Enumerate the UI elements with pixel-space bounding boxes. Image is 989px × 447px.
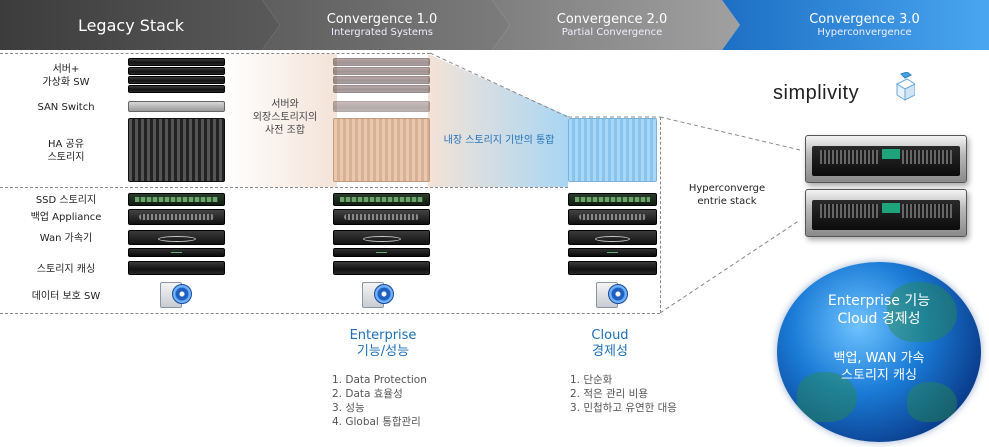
row-label-san-switch: SAN Switch xyxy=(37,102,95,113)
conv1-headline: Enterprise 기능/성능 xyxy=(349,328,417,359)
row-label-data-protection: 데이터 보호 SW xyxy=(31,291,101,302)
list-item: 3. 성능 xyxy=(332,402,365,414)
rack-server xyxy=(333,76,430,84)
row-label-ssd: SSD 스토리지 xyxy=(35,195,97,206)
conv2-headline: Cloud 경제성 xyxy=(591,328,629,359)
row-label-ha-storage: HA 공유 스토리지 xyxy=(47,139,85,163)
storage-cache-device xyxy=(333,248,430,257)
rack-server xyxy=(128,58,225,66)
backup-appliance-device xyxy=(333,209,430,225)
list-item: 2. 적은 관리 비용 xyxy=(570,388,648,400)
row-label-server-sw: 서버+ 가상화 SW xyxy=(42,64,90,88)
divider xyxy=(0,187,568,188)
cube-logo-icon xyxy=(895,72,915,101)
row-label-wan: Wan 가속기 xyxy=(39,233,93,244)
storage-cache-device xyxy=(568,261,657,275)
storage-cache-device xyxy=(568,248,657,257)
list-item: 1. Data Protection xyxy=(332,374,427,386)
wan-accelerator-device xyxy=(128,230,225,245)
backup-appliance-device xyxy=(128,209,225,225)
rack-server xyxy=(333,58,430,66)
list-item: 2. Data 효율성 xyxy=(332,388,403,400)
conv2-list: 1. 단순화 2. 적은 관리 비용 3. 민첩하고 유연한 대응 xyxy=(570,373,677,415)
divider xyxy=(660,117,661,313)
divider xyxy=(0,53,430,54)
globe-graphic: Enterprise 기능 Cloud 경제성 백업, WAN 가속 스토리지 … xyxy=(777,262,981,442)
internal-storage-server xyxy=(568,118,657,182)
san-switch-device xyxy=(128,101,225,112)
stage-title: Convergence 1.0 xyxy=(326,11,438,27)
internal-storage-label: 내장 스토리지 기반의 통합 xyxy=(443,135,555,146)
stage-subtitle: Partial Convergence xyxy=(561,26,663,38)
stage-title: Convergence 2.0 xyxy=(556,11,668,27)
storage-cache-device xyxy=(128,248,225,257)
hpe-server xyxy=(805,135,967,183)
hpe-server xyxy=(805,189,967,237)
list-item: 3. 민첩하고 유연한 대응 xyxy=(570,402,677,414)
divider xyxy=(0,313,660,314)
wan-accelerator-device xyxy=(333,230,430,245)
hyperconverge-label: Hyperconverge entrie stack xyxy=(688,183,766,207)
san-switch-device xyxy=(333,101,430,112)
rack-server xyxy=(128,67,225,75)
list-item: 1. 단순화 xyxy=(570,374,613,386)
external-storage-zone xyxy=(225,54,337,187)
backup-appliance-device xyxy=(568,209,657,225)
simplivity-logo: simplivity xyxy=(773,82,859,105)
chevron-conv3 xyxy=(722,0,989,50)
stage-title: Legacy Stack xyxy=(77,15,185,35)
stage-subtitle: Hyperconvergence xyxy=(817,26,912,38)
chevron-legacy xyxy=(0,0,280,50)
stage-conv2: Convergence 2.0 Partial Convergence xyxy=(502,0,722,50)
stage-title: Convergence 3.0 xyxy=(809,11,920,27)
storage-cache-device xyxy=(333,261,430,275)
chevron-conv2 xyxy=(492,0,740,50)
ssd-storage-device xyxy=(333,193,430,206)
ssd-storage-device xyxy=(128,193,225,206)
data-protection-icon xyxy=(596,280,630,308)
stage-subtitle: Intergrated Systems xyxy=(331,26,433,38)
row-label-cache: 스토리지 캐싱 xyxy=(36,264,96,275)
storage-cache-device xyxy=(128,261,225,275)
data-protection-icon xyxy=(362,280,396,308)
external-storage-label: 서버와 외장스토리지의 사전 조합 xyxy=(252,99,318,136)
stage-chevron-bar xyxy=(0,0,989,50)
shared-storage-array xyxy=(128,118,225,182)
rack-server xyxy=(128,76,225,84)
wan-accelerator-device xyxy=(568,230,657,245)
internal-storage-zone xyxy=(428,54,568,187)
globe-line-2: Cloud 경제성 xyxy=(837,311,921,327)
row-label-backup: 백업 Appliance xyxy=(30,212,102,223)
chevron-conv1 xyxy=(262,0,510,50)
stage-legacy: Legacy Stack xyxy=(0,0,262,50)
logo-text: simplivity xyxy=(773,82,860,104)
shared-storage-array xyxy=(333,118,430,182)
stage-conv1: Convergence 1.0 Intergrated Systems xyxy=(272,0,492,50)
rack-server xyxy=(128,85,225,93)
rack-server xyxy=(333,67,430,75)
globe-line-1: Enterprise 기능 xyxy=(827,293,931,309)
ssd-storage-device xyxy=(568,193,657,206)
conv1-list: 1. Data Protection 2. Data 효율성 3. 성능 4. … xyxy=(332,373,427,429)
globe-line-4: 스토리지 캐싱 xyxy=(841,368,917,383)
rack-server xyxy=(333,85,430,93)
data-protection-icon xyxy=(160,280,194,308)
list-item: 4. Global 통합관리 xyxy=(332,416,421,428)
globe-line-3: 백업, WAN 가속 xyxy=(833,351,925,366)
stage-conv3: Convergence 3.0 Hyperconvergence xyxy=(740,0,989,50)
